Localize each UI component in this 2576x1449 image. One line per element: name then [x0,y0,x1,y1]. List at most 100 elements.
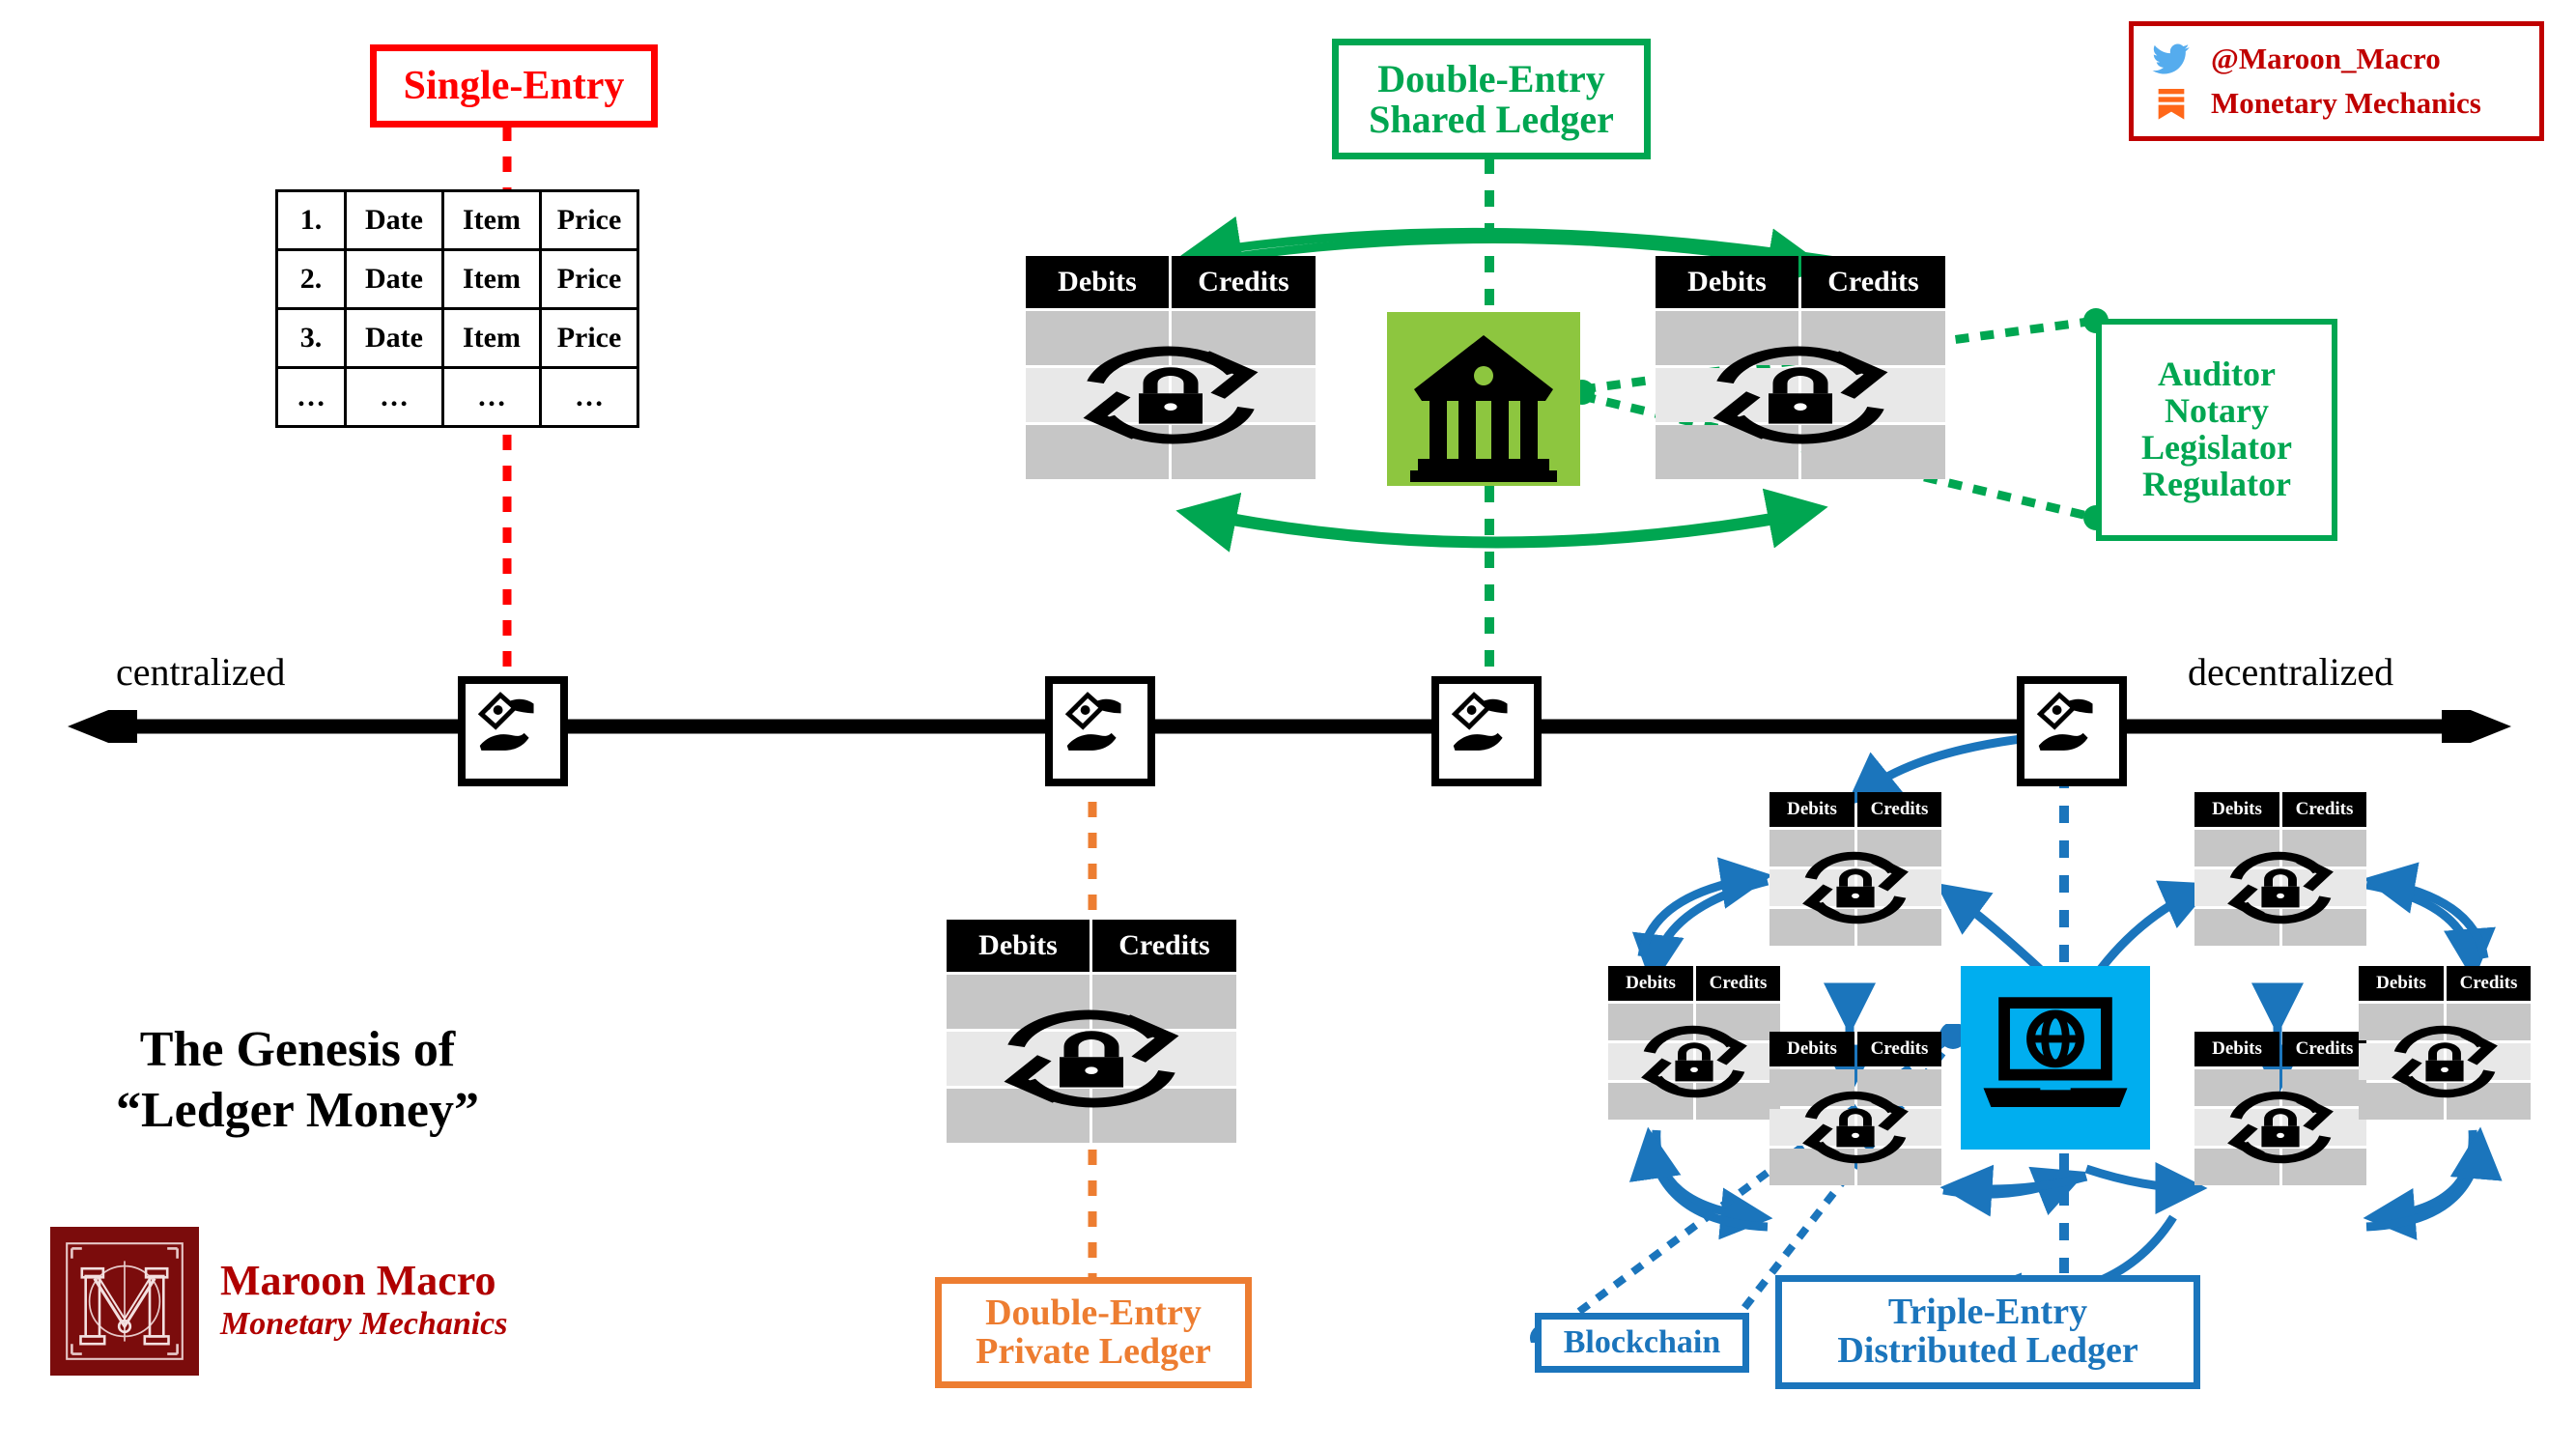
ledger-body [1656,311,1945,479]
axis-label-centralized: centralized [116,650,286,694]
debits-header: Debits [1769,1032,1854,1066]
cell-item: Item [441,189,542,251]
blockchain-label: Blockchain [1563,1324,1721,1361]
ledger-body [2194,1069,2366,1185]
ledger-body [1026,311,1316,479]
credits-header: Credits [2282,792,2366,827]
debits-header: Debits [2359,966,2444,1001]
network-node-bottom-left: Debits Credits [1769,1032,1941,1185]
ledger-header: Debits Credits [1769,792,1941,827]
double-entry-shared-label-line2: Shared Ledger [1369,97,1614,141]
circular-arrows-icon [1802,851,1909,924]
brand-name: Maroon Macro [220,1256,496,1304]
padlock-icon [1060,1031,1123,1088]
cell-index: 2. [275,248,347,310]
padlock-icon [1836,1108,1875,1148]
network-node-bottom-right: Debits Credits [2194,1032,2366,1185]
shared-ledger-left: Debits Credits [1026,256,1316,479]
substack-icon [2158,89,2185,120]
credits-header: Credits [1172,256,1316,308]
circular-arrows-icon [2227,1091,2334,1164]
network-hub-tile [1961,966,2150,1150]
twitter-row[interactable]: @Maroon_Macro [2149,40,2539,78]
cell-price: Price [539,189,639,251]
table-row: 2. Date Item Price [275,248,639,310]
axis-marker-2 [1045,676,1155,786]
padlock-icon [2261,1108,2300,1148]
substack-name: Monetary Mechanics [2211,86,2481,120]
debits-header: Debits [2194,792,2279,827]
padlock-icon [1139,367,1203,424]
ledger-body [1769,1069,1941,1185]
ledger-body [2359,1004,2531,1120]
twitter-handle: @Maroon_Macro [2211,42,2441,75]
twitter-bird-icon [2152,43,2190,74]
shared-ledger-right: Debits Credits [1656,256,1945,479]
cell-date: Date [344,189,444,251]
single-entry-label: Single-Entry [403,63,625,108]
single-entry-label-box: Single-Entry [370,44,658,128]
ledger-body [1608,1004,1780,1120]
padlock-icon [2425,1042,2464,1082]
ledger-header: Debits Credits [1656,256,1945,308]
cell-item: Item [441,307,542,369]
axis-marker-4 [2017,676,2127,786]
oversight-line-notary: Notary [2165,391,2269,431]
money-exchange-hands-icon [1064,692,1121,751]
circular-arrows-icon [1641,1025,1747,1098]
padlock-icon [2261,868,2300,908]
triple-entry-label-line1: Triple-Entry [1887,1292,2088,1333]
network-node-far-left: Debits Credits [1608,966,1780,1120]
credits-header: Credits [1092,920,1236,972]
padlock-icon [1769,367,1832,424]
circular-arrows-icon [1083,346,1259,444]
ledger-header: Debits Credits [1608,966,1780,1001]
brand-text: Maroon Macro Monetary Mechanics [220,1256,508,1346]
debits-header: Debits [1769,792,1854,827]
circular-arrows-icon [1713,346,1888,444]
cell-price: … [539,366,639,428]
cell-item: Item [441,248,542,310]
private-ledger: Debits Credits [947,920,1236,1143]
debits-header: Debits [1026,256,1169,308]
private-ledger-label-line2: Private Ledger [976,1330,1211,1372]
padlock-icon [1675,1042,1713,1082]
table-row: 3. Date Item Price [275,307,639,369]
axis-marker-1 [458,676,568,786]
ledger-header: Debits Credits [1026,256,1316,308]
debits-header: Debits [1656,256,1798,308]
credits-header: Credits [1857,1032,1941,1066]
blockchain-label-box: Blockchain [1535,1313,1749,1373]
cell-index: 3. [275,307,347,369]
axis-marker-3 [1431,676,1542,786]
cell-price: Price [539,248,639,310]
monogram-m-icon [66,1242,184,1360]
cell-index: … [275,366,347,428]
attribution-box: @Maroon_Macro Monetary Mechanics [2129,21,2544,141]
cell-item: … [441,366,542,428]
credits-header: Credits [1857,792,1941,827]
oversight-label-box: Auditor Notary Legislator Regulator [2096,319,2337,541]
ledger-body [947,975,1236,1143]
brand-block: Maroon Macro Monetary Mechanics [50,1227,508,1376]
cell-date: … [344,366,444,428]
axis-label-decentralized: decentralized [2188,650,2394,694]
oversight-line-regulator: Regulator [2142,464,2291,503]
network-node-top-right: Debits Credits [2194,792,2366,946]
credits-header: Credits [2282,1032,2366,1066]
single-entry-table: 1. Date Item Price 2. Date Item Price 3.… [275,189,639,428]
double-entry-private-label-box: Double-Entry Private Ledger [935,1277,1252,1388]
maroon-macro-logo [50,1227,199,1376]
page-title-line1: The Genesis of [139,1022,456,1077]
substack-row[interactable]: Monetary Mechanics [2149,84,2539,123]
double-entry-shared-label-line1: Double-Entry [1377,56,1605,100]
circular-arrows-icon [2392,1025,2498,1098]
credits-header: Credits [1801,256,1945,308]
private-ledger-connector-top [1088,771,1097,923]
page-title: The Genesis of “Ledger Money” [46,1019,549,1142]
brand-tagline: Monetary Mechanics [220,1305,508,1342]
cell-date: Date [344,248,444,310]
double-entry-shared-label-box: Double-Entry Shared Ledger [1332,39,1651,159]
circular-arrows-icon [1004,1009,1179,1108]
cell-price: Price [539,307,639,369]
